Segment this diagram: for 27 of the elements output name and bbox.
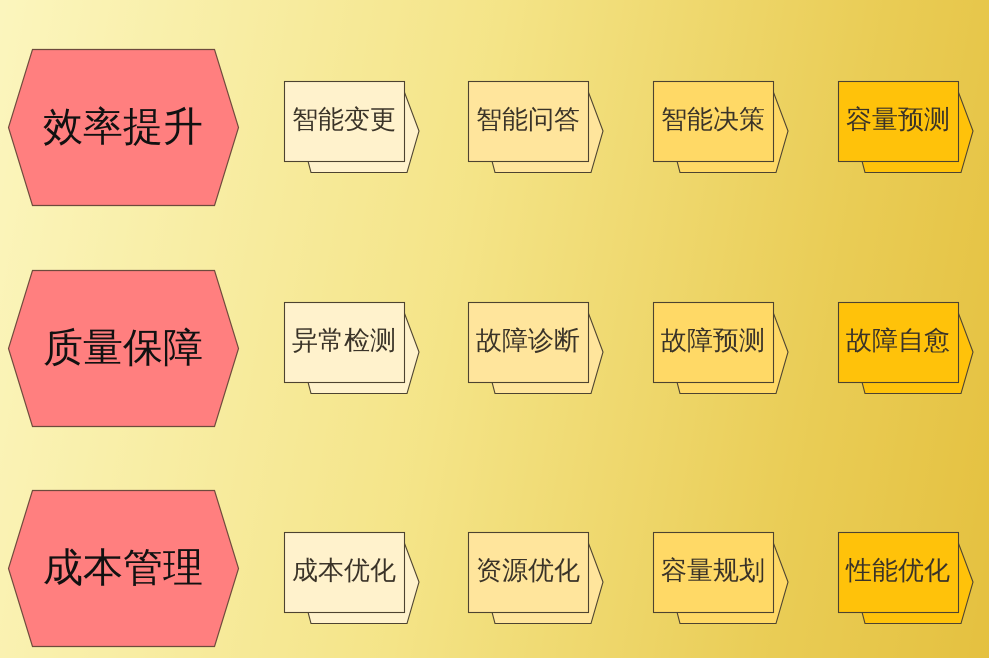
chevron-card: [838, 81, 974, 173]
chevron-card: [838, 302, 974, 394]
item-label: 容量预测: [846, 106, 950, 136]
item-label: 智能问答: [476, 106, 580, 136]
item-label: 智能变更: [292, 106, 396, 136]
item-label: 故障诊断: [476, 327, 580, 357]
chevron-card: [284, 81, 420, 173]
chevron-card: [468, 81, 604, 173]
item-label: 容量规划: [661, 557, 765, 587]
item-label: 性能优化: [846, 557, 950, 587]
category-label: 效率提升: [43, 104, 203, 150]
chevron-card: [653, 81, 789, 173]
item-label: 故障自愈: [846, 327, 950, 357]
chevron-card: [468, 302, 604, 394]
category-label: 成本管理: [43, 545, 203, 591]
chevron-card: [468, 532, 604, 624]
item-label: 资源优化: [476, 557, 580, 587]
chevron-card: [284, 302, 420, 394]
chevron-card: [653, 532, 789, 624]
item-label: 故障预测: [661, 327, 765, 357]
item-label: 成本优化: [292, 557, 396, 587]
item-label: 智能决策: [661, 106, 765, 136]
chevron-card: [653, 302, 789, 394]
category-label: 质量保障: [43, 325, 203, 371]
chevron-card: [284, 532, 420, 624]
chevron-card: [838, 532, 974, 624]
item-label: 异常检测: [292, 327, 396, 357]
